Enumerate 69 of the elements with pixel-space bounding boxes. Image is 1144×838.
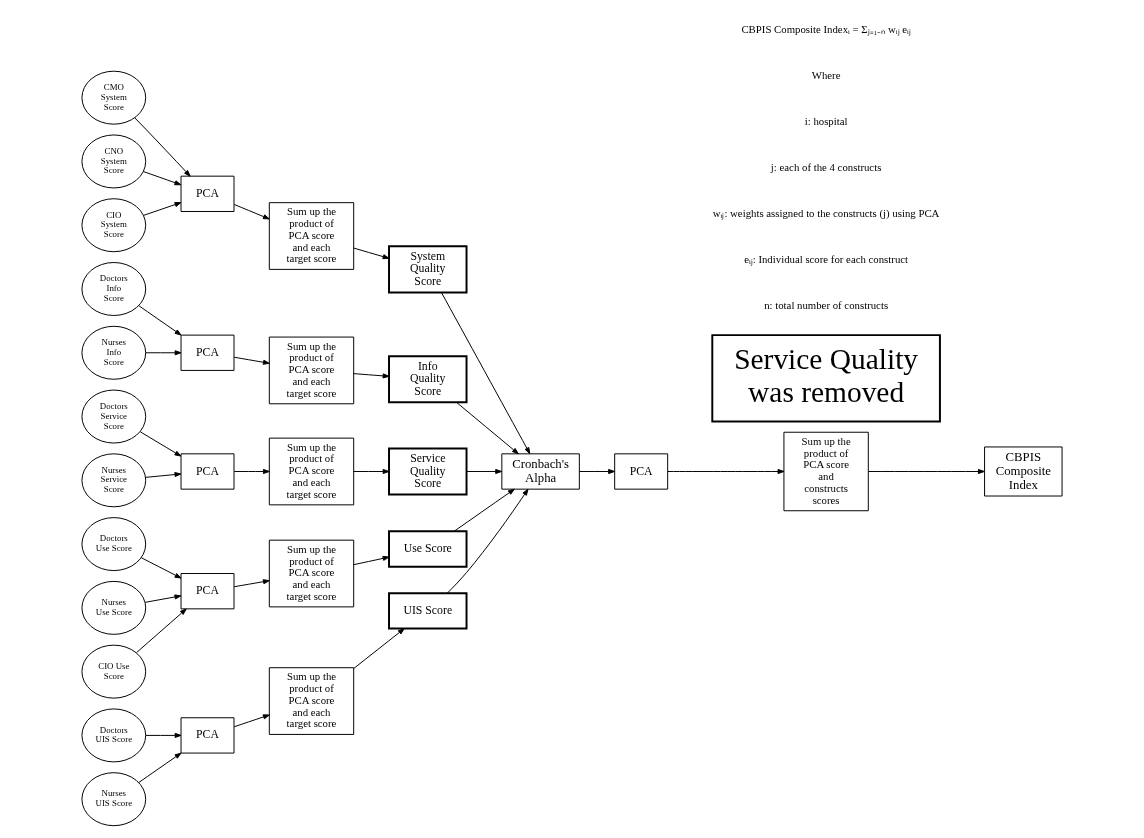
arrow <box>139 431 182 457</box>
node-ellipse: Nurses Use Score <box>81 580 147 635</box>
label: i: hospital <box>804 114 848 127</box>
arrow <box>466 468 503 475</box>
arrow <box>138 305 182 336</box>
node-ellipse: Nurses UIS Score <box>81 772 147 827</box>
arrow <box>441 292 531 455</box>
arrow <box>136 608 187 654</box>
label: CBPIS Composite Indexᵢ = Σⱼ₌₁₋ₙ wᵢⱼ eᵢⱼ <box>741 22 911 35</box>
node-ellipse: Nurses Service Score <box>81 453 147 508</box>
arrow <box>233 714 270 728</box>
node-ellipse: CMO System Score <box>81 70 147 125</box>
node-ellipse: Doctors UIS Score <box>81 708 147 763</box>
arrow <box>142 171 182 186</box>
arrow <box>353 468 390 475</box>
node-ellipse: Doctors Service Score <box>81 389 147 444</box>
node-box: PCA <box>180 573 235 610</box>
node-box: PCA <box>180 175 235 212</box>
arrow <box>453 488 515 532</box>
arrow <box>233 579 270 588</box>
arrow <box>667 468 785 475</box>
node-box: System Quality Score <box>388 245 468 294</box>
label: eᵢⱼ: Individual score for each construct <box>744 253 909 266</box>
arrow <box>138 752 182 783</box>
node-box: Sum up the product of PCA score and each target score <box>268 539 355 608</box>
arrow <box>145 732 182 738</box>
arrow <box>456 402 519 455</box>
label: Where <box>811 68 841 81</box>
node-ellipse: CIO Use Score <box>81 644 147 699</box>
arrow <box>233 468 270 475</box>
arrow <box>145 350 182 356</box>
node-ellipse: CIO System Score <box>81 198 147 253</box>
label: j: each of the 4 constructs <box>770 161 882 174</box>
arrow <box>353 373 390 379</box>
arrow <box>134 117 191 177</box>
arrow <box>233 356 270 365</box>
node-box: Sum up the product of PCA score and each target score <box>268 667 355 735</box>
node-box: Sum up the product of PCA score and each target score <box>268 202 355 270</box>
arrow <box>140 557 182 579</box>
node-box: Cronbach's Alpha <box>501 453 580 490</box>
node-ellipse: Doctors Info Score <box>81 262 147 316</box>
arrow <box>145 472 182 478</box>
node-box: PCA <box>180 717 235 754</box>
arrow <box>578 468 615 475</box>
node-ellipse: Nurses Info Score <box>81 325 147 380</box>
node-box: CBPIS Composite Index <box>984 446 1063 497</box>
arrow <box>144 594 182 603</box>
node-box: Service Quality Score <box>388 447 468 496</box>
node-box: Use Score <box>388 530 468 568</box>
node-box: Info Quality Score <box>388 355 468 404</box>
arrow <box>446 488 529 594</box>
arrow <box>143 202 182 216</box>
node-box: PCA <box>614 453 669 490</box>
node-ellipse: CNO System Score <box>81 134 147 189</box>
arrow <box>233 204 270 220</box>
label: n: total number of constructs <box>764 299 889 312</box>
node-box: PCA <box>180 334 235 371</box>
arrow <box>353 247 390 260</box>
node-ellipse: Doctors Use Score <box>81 517 147 572</box>
arrow <box>353 628 405 669</box>
node-box: Sum up the product of PCA score and each target score <box>268 336 355 405</box>
node-box: PCA <box>180 453 235 490</box>
label: wᵢⱼ: weights assigned to the constructs (j) using PCA <box>712 207 940 220</box>
arrow <box>353 555 390 566</box>
node-box: UIS Score <box>388 592 468 630</box>
arrow <box>868 468 985 475</box>
node-box: Sum up the product of PCA score and each target score <box>268 437 355 506</box>
node-box: Sum up the product of PCA score and constructs scores <box>783 431 869 512</box>
node-box: Service Quality was removed <box>711 334 941 423</box>
